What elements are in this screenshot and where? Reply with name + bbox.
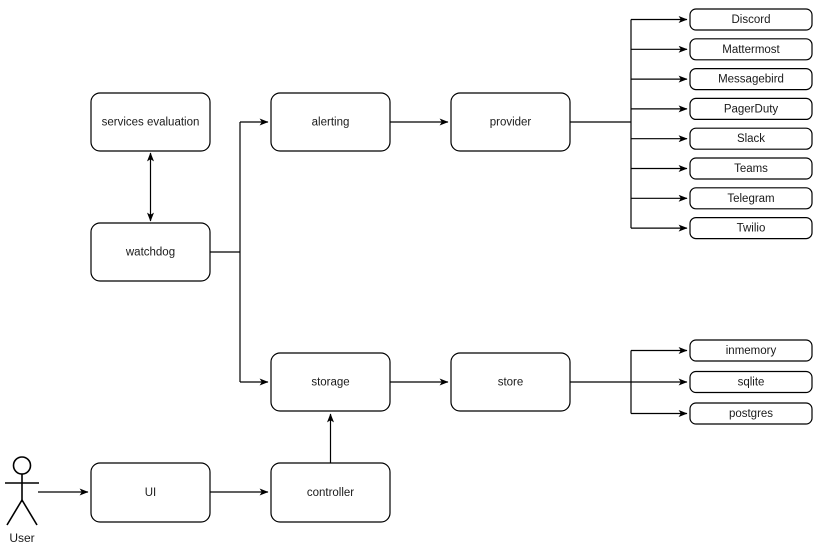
node-provider[interactable]: provider [450, 92, 571, 152]
node-services_evaluation[interactable]: services evaluation [90, 92, 211, 152]
node-controller[interactable]: controller [270, 462, 391, 523]
node-box-watchdog [90, 222, 211, 282]
node-watchdog[interactable]: watchdog [90, 222, 211, 282]
provider-fanout-edges [570, 16, 688, 232]
node-box-mattermost [689, 38, 813, 61]
node-store[interactable]: store [450, 352, 571, 412]
provider-targets-layer: DiscordMattermostMessagebirdPagerDutySla… [689, 8, 813, 240]
node-discord[interactable]: Discord [689, 8, 813, 31]
node-pagerduty[interactable]: PagerDuty [689, 97, 813, 121]
node-box-slack [689, 127, 813, 150]
node-ui[interactable]: UI [90, 462, 211, 523]
node-box-twilio [689, 217, 813, 240]
node-box-provider [450, 92, 571, 152]
node-box-sqlite [689, 370, 813, 394]
node-layer: services evaluation watchdog alerting provi… [90, 92, 571, 523]
node-box-services_evaluation [90, 92, 211, 152]
node-box-messagebird [689, 67, 813, 91]
node-box-pagerduty [689, 97, 813, 121]
node-twilio[interactable]: Twilio [689, 217, 813, 240]
edge-layer [38, 16, 688, 496]
actor-head-icon [12, 456, 32, 475]
actor-leg-left [6, 499, 23, 526]
user-actor: User [5, 456, 39, 545]
store-targets-layer: inmemory sqlite postgres [689, 339, 813, 425]
node-mattermost[interactable]: Mattermost [689, 38, 813, 61]
node-box-store [450, 352, 571, 412]
node-alerting[interactable]: alerting [270, 92, 391, 152]
store-fanout-edges [570, 347, 688, 417]
node-box-alerting [270, 92, 391, 152]
node-messagebird[interactable]: Messagebird [689, 67, 813, 91]
node-box-postgres [689, 402, 813, 425]
node-box-teams [689, 157, 813, 180]
node-teams[interactable]: Teams [689, 157, 813, 180]
node-sqlite[interactable]: sqlite [689, 370, 813, 394]
node-box-ui [90, 462, 211, 523]
node-storage[interactable]: storage [270, 352, 391, 412]
node-box-telegram [689, 187, 813, 210]
node-postgres[interactable]: postgres [689, 402, 813, 425]
node-slack[interactable]: Slack [689, 127, 813, 150]
node-box-storage [270, 352, 391, 412]
node-inmemory[interactable]: inmemory [689, 339, 813, 362]
node-telegram[interactable]: Telegram [689, 187, 813, 210]
actor-leg-right [21, 499, 38, 526]
actor-label: User [9, 531, 34, 545]
node-box-inmemory [689, 339, 813, 362]
node-box-discord [689, 8, 813, 31]
node-box-controller [270, 462, 391, 523]
